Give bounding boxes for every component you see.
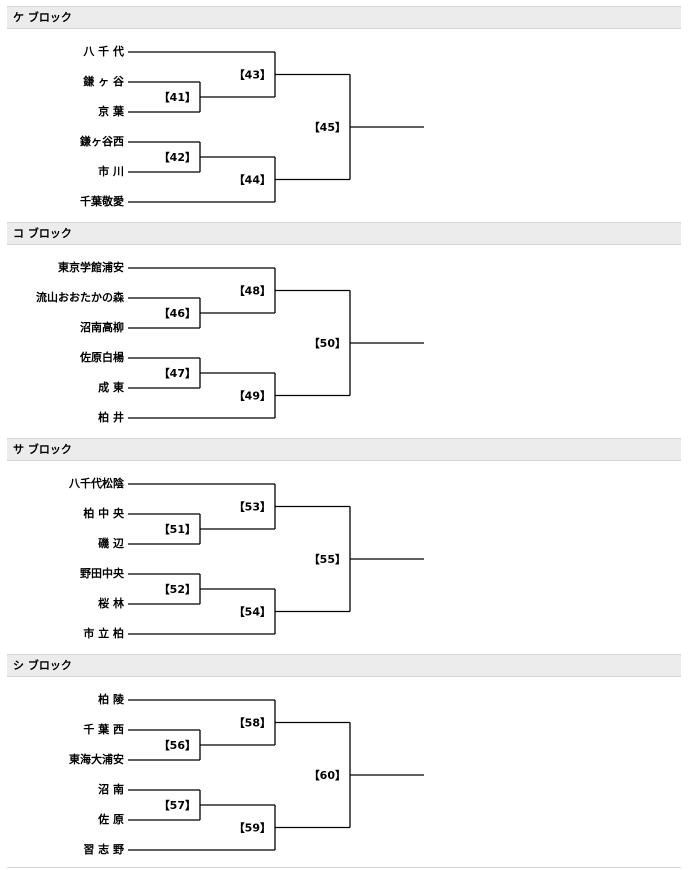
block-title: ケ ブロック	[13, 11, 72, 24]
block-header: サ ブロック	[7, 438, 681, 461]
team-name: 鎌 ヶ 谷	[82, 74, 125, 88]
team-name: 野田中央	[80, 566, 125, 580]
match-number: 【54】	[234, 606, 271, 619]
team-name: 市 立 柏	[83, 626, 124, 640]
match-number: 【57】	[159, 799, 196, 812]
team-name: 佐 原	[97, 812, 124, 826]
team-name: 沼南高柳	[80, 320, 124, 334]
block-header: コ ブロック	[7, 222, 681, 245]
match-number: 【48】	[234, 285, 271, 298]
match-number: 【53】	[234, 501, 271, 514]
team-name: 鎌ヶ谷西	[79, 134, 124, 148]
bracket-block: コ ブロック東京学館浦安流山おおたかの森沼南高柳佐原白楊成 東柏 井【46】【4…	[0, 222, 681, 438]
match-number: 【56】	[159, 739, 196, 752]
team-name: 京 葉	[98, 104, 125, 118]
team-name: 千 葉 西	[83, 722, 124, 736]
match-number: 【44】	[234, 174, 271, 187]
team-name: 磯 辺	[98, 536, 124, 550]
team-name: 八千代松陰	[68, 476, 125, 490]
match-number: 【52】	[159, 583, 196, 596]
match-number: 【58】	[234, 717, 271, 730]
match-number: 【47】	[159, 367, 196, 380]
match-number: 【59】	[234, 822, 271, 835]
team-name: 柏 中 央	[83, 506, 125, 520]
team-name: 八 千 代	[82, 44, 124, 58]
team-name: 東海大浦安	[69, 752, 124, 766]
team-name: 習 志 野	[83, 842, 124, 856]
team-name: 柏 陵	[98, 692, 125, 706]
bracket-block: シ ブロック柏 陵千 葉 西東海大浦安沼 南佐 原習 志 野【56】【57】【5…	[0, 654, 681, 870]
match-number: 【41】	[159, 91, 196, 104]
block-title: サ ブロック	[13, 443, 72, 456]
match-number: 【49】	[234, 390, 271, 403]
team-name: 千葉敬愛	[80, 194, 124, 208]
bottom-divider	[7, 867, 681, 868]
team-name: 東京学館浦安	[58, 260, 124, 274]
match-number: 【60】	[309, 769, 346, 782]
team-name: 流山おおたかの森	[36, 290, 125, 304]
match-number: 【55】	[309, 553, 346, 566]
match-number: 【50】	[309, 337, 346, 350]
match-number: 【43】	[234, 69, 271, 82]
team-name: 柏 井	[98, 410, 124, 424]
team-name: 佐原白楊	[79, 350, 124, 364]
block-title: コ ブロック	[13, 227, 72, 240]
bracket-block: ケ ブロック八 千 代鎌 ヶ 谷京 葉鎌ヶ谷西市 川千葉敬愛【41】【42】【4…	[0, 6, 681, 222]
team-name: 桜 林	[98, 596, 124, 610]
match-number: 【51】	[159, 523, 196, 536]
match-number: 【45】	[309, 121, 346, 134]
bracket-block: サ ブロック八千代松陰柏 中 央磯 辺野田中央桜 林市 立 柏【51】【52】【…	[0, 438, 681, 654]
team-name: 沼 南	[98, 782, 124, 796]
team-name: 市 川	[98, 164, 124, 178]
block-header: シ ブロック	[7, 654, 681, 677]
match-number: 【46】	[159, 307, 196, 320]
match-number: 【42】	[159, 151, 196, 164]
block-header: ケ ブロック	[7, 6, 681, 29]
team-name: 成 東	[98, 380, 125, 394]
block-title: シ ブロック	[13, 659, 72, 672]
